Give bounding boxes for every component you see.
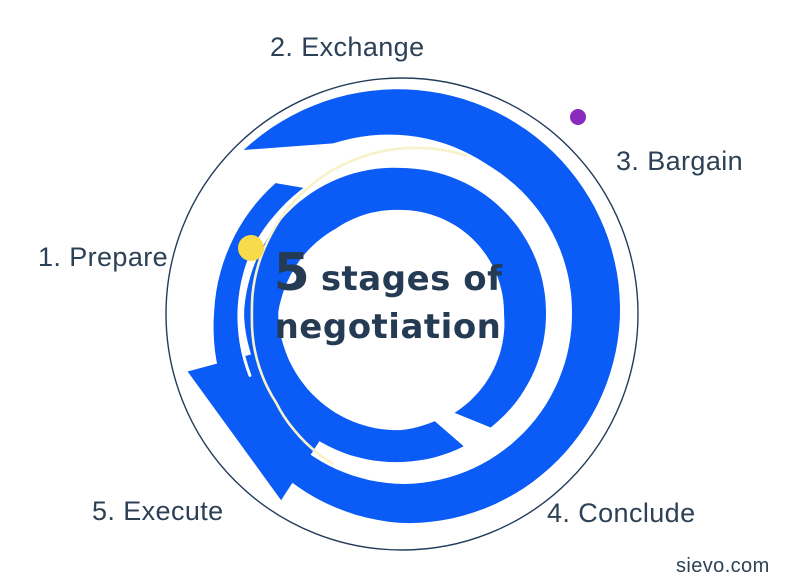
stage-label-prepare: 1. Prepare [38, 242, 169, 272]
stage-label-exchange: 2. Exchange [270, 32, 425, 62]
stage-label-bargain: 3. Bargain [616, 146, 744, 176]
center-title-line2: negotiation [274, 307, 502, 347]
stage-label-execute: 5. Execute [92, 496, 224, 526]
center-title-line1: 5 stages of [273, 243, 503, 303]
center-title-number: 5 [273, 243, 310, 303]
bargain-dot [570, 109, 586, 125]
white-seam-line [237, 195, 298, 377]
stage-label-conclude: 4. Conclude [547, 498, 696, 528]
prepare-dot [238, 235, 264, 261]
watermark-sievo: sievo.com [676, 555, 770, 577]
center-title: 5 stages of negotiation [273, 243, 503, 352]
outline-circle [165, 77, 639, 551]
center-title-text: stages of [320, 259, 503, 299]
execute-wedge [187, 348, 330, 501]
